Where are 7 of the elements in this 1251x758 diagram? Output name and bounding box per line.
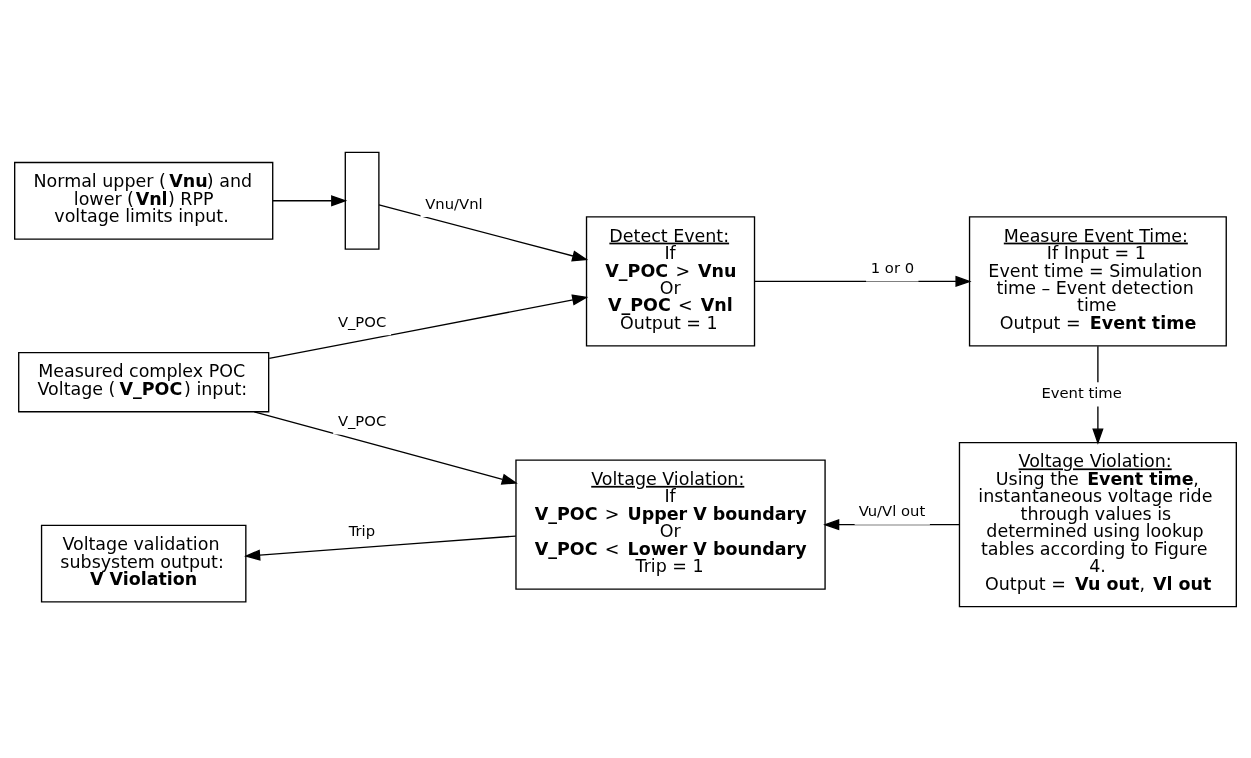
edge-label: Vnu/Vnl xyxy=(425,194,483,212)
edge-label: Event time xyxy=(1041,383,1122,401)
edge-label: V_POC xyxy=(337,411,387,429)
edge-label: V_POC xyxy=(337,312,387,330)
edge-label: Vu/Vl out xyxy=(858,501,926,519)
edge-label: 1 or 0 xyxy=(870,258,915,276)
edge-label: Trip xyxy=(348,521,376,539)
